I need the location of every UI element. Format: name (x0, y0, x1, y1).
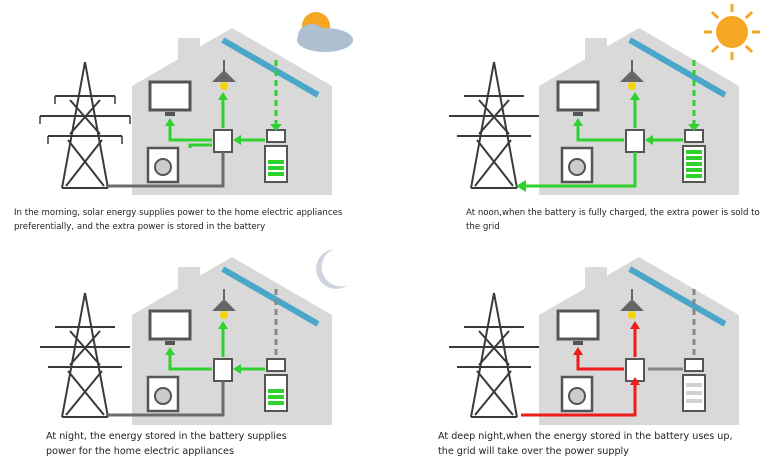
inverter-icon (213, 129, 233, 153)
scene-morning: In the morning, solar energy supplies po… (0, 0, 386, 235)
energy-flow-arrows (573, 321, 640, 385)
battery-icon (264, 358, 288, 412)
caption-morning: In the morning, solar energy supplies po… (14, 208, 343, 232)
sun-icon (704, 4, 760, 60)
noon-illustration (449, 4, 760, 195)
night-illustration (40, 249, 348, 425)
washing-machine-icon (146, 146, 180, 184)
inverter-icon (213, 358, 233, 382)
energy-flow-lines (521, 289, 696, 417)
caption-night: At night, the energy stored in the batte… (46, 431, 287, 457)
caption-noon: At noon,when the battery is fully charge… (466, 208, 760, 232)
battery-icon (682, 358, 706, 412)
battery-icon (682, 129, 706, 183)
battery-icon (264, 129, 288, 183)
energy-flow-lines (521, 60, 696, 188)
transmission-tower (40, 292, 130, 418)
inverter-icon (625, 129, 645, 153)
deep-night-illustration (449, 257, 739, 425)
caption-deep-night: At deep night,when the energy stored in … (438, 431, 733, 457)
tv-icon (148, 309, 192, 345)
solar-panel (628, 37, 727, 98)
sun-behind-cloud-icon (297, 12, 353, 52)
energy-flow-lines (106, 289, 278, 417)
scene-night: At night, the energy stored in the batte… (0, 235, 386, 469)
energy-flow-arrows (516, 92, 700, 192)
solar-panel (221, 37, 320, 98)
solar-panel (628, 266, 727, 327)
washing-machine-icon (146, 375, 180, 413)
solar-panel (221, 266, 320, 327)
tv-icon (148, 80, 192, 116)
ceiling-lamp-icon (212, 289, 236, 319)
morning-illustration (39, 12, 353, 195)
washing-machine-icon (560, 375, 594, 413)
moon-icon (316, 249, 348, 289)
transmission-tower (39, 61, 131, 189)
ceiling-lamp-icon (212, 60, 236, 90)
transmission-tower (449, 292, 539, 418)
transmission-tower (449, 61, 539, 189)
ceiling-lamp-icon (620, 289, 644, 319)
scene-deep-night: At deep night,when the energy stored in … (386, 235, 772, 469)
washing-machine-icon (560, 146, 594, 184)
energy-flow-arrows (165, 321, 241, 374)
energy-flow-arrows (165, 92, 282, 145)
ceiling-lamp-icon (620, 60, 644, 90)
scene-noon: At noon,when the battery is fully charge… (386, 0, 772, 235)
tv-icon (556, 309, 600, 345)
tv-icon (556, 80, 600, 116)
